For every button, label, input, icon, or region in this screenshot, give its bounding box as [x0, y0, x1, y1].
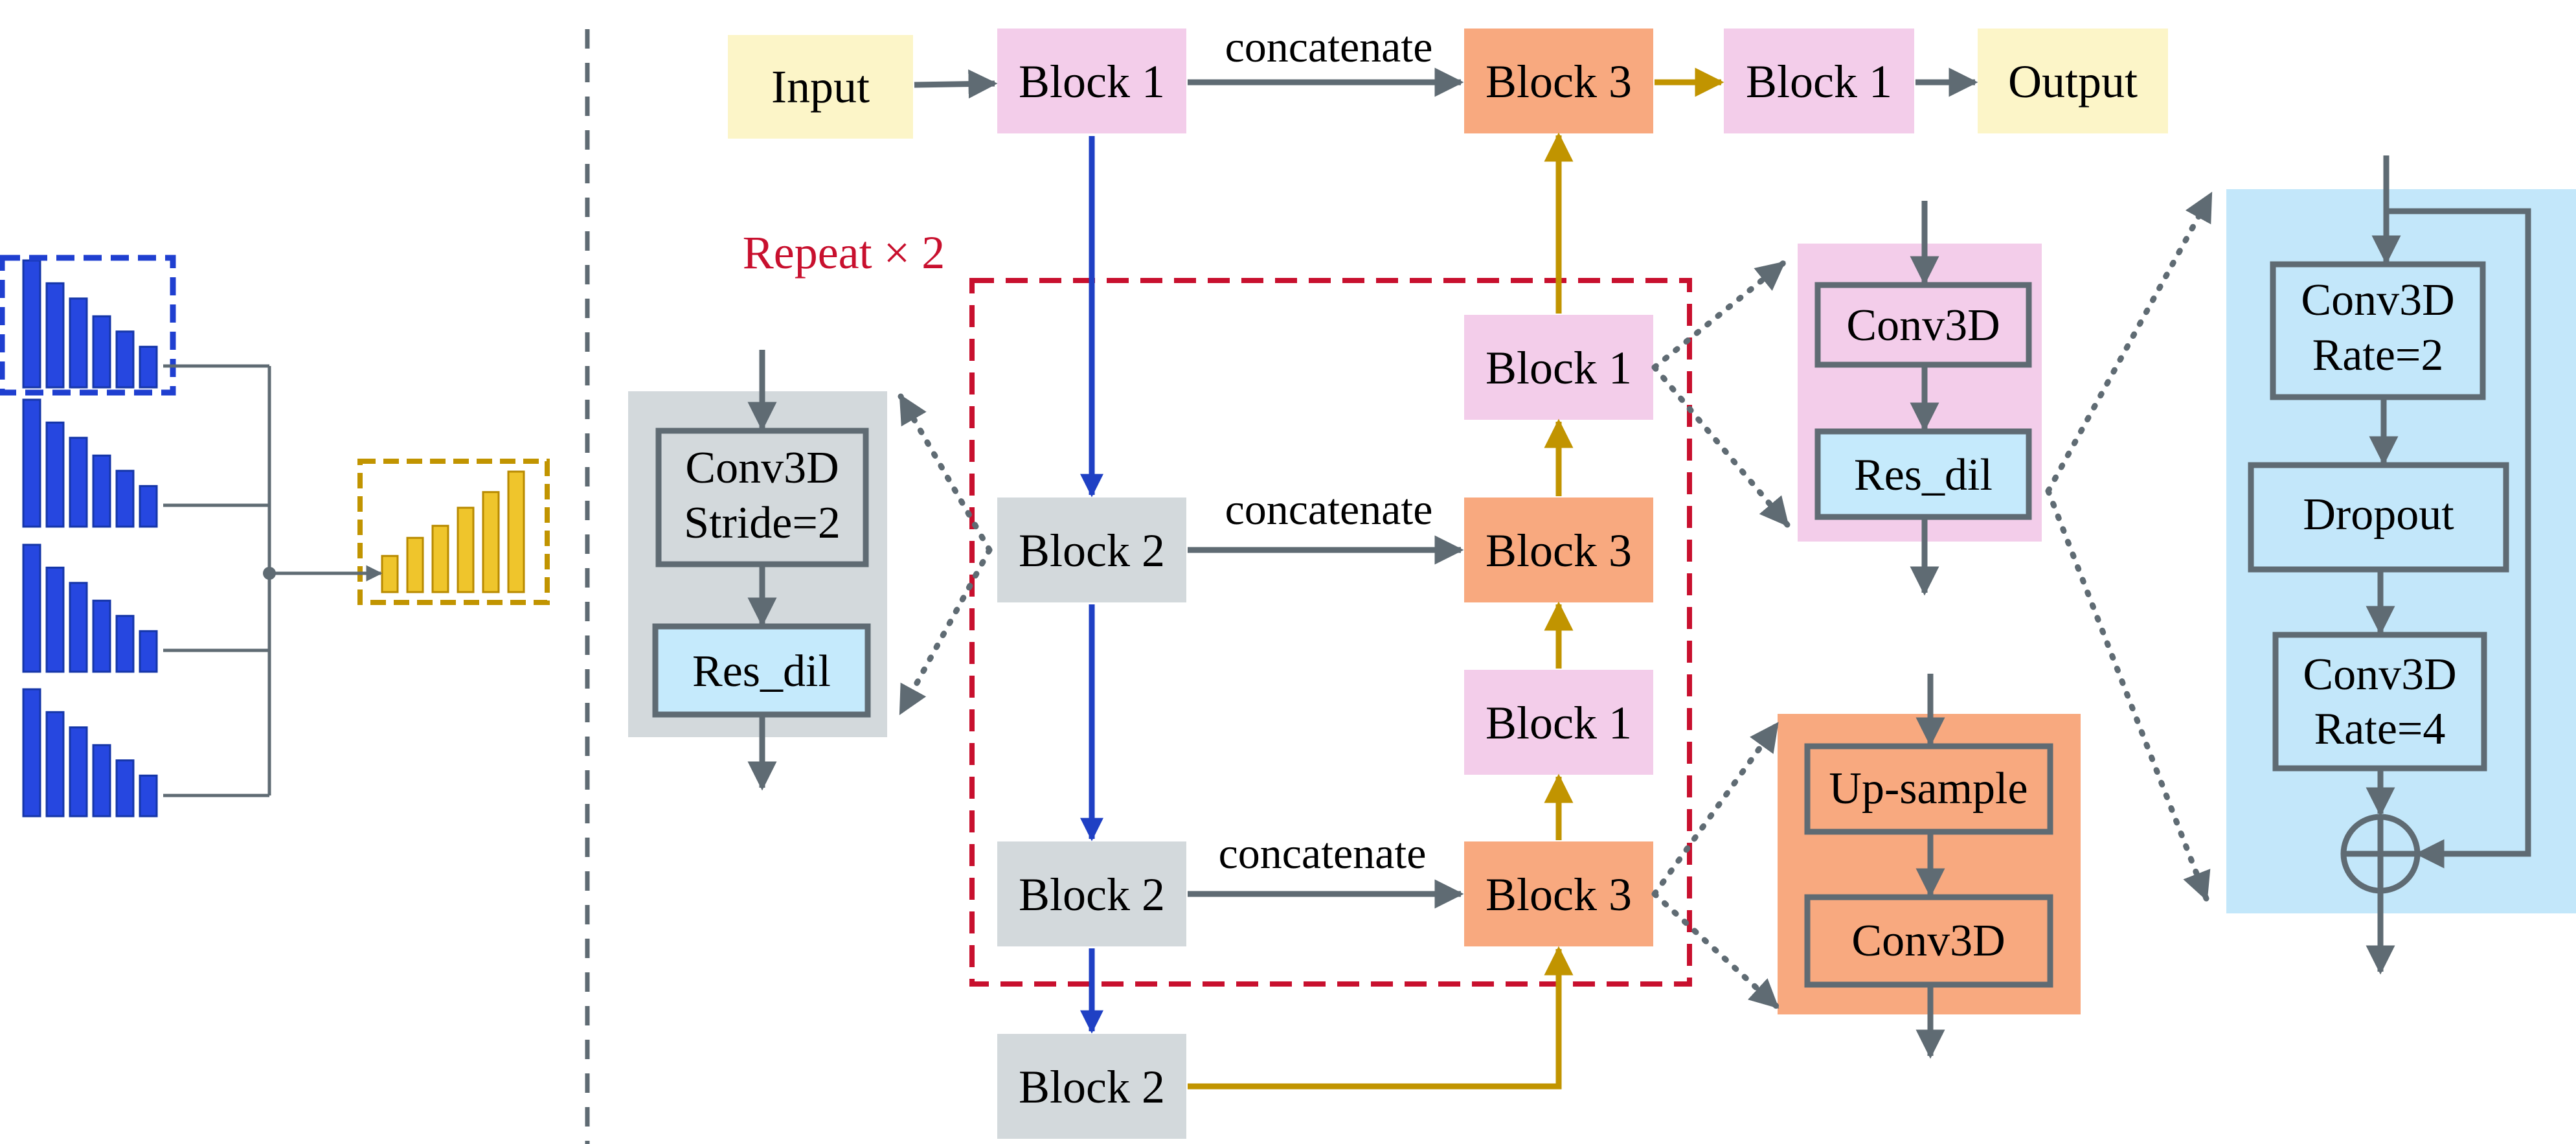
mid-block1-upper-box [1464, 315, 1653, 420]
low-block3-label: Block 3 [1486, 869, 1632, 921]
gold-bar-group [381, 470, 525, 593]
blue-bar [69, 297, 88, 389]
gold-up-arrows [1188, 67, 1724, 1090]
low-block2-box [997, 841, 1186, 946]
blue-bar [115, 330, 135, 389]
bottom-block2-label: Block 2 [1019, 1061, 1165, 1113]
blue-bar [69, 437, 88, 528]
blue-dashed-selection [0, 255, 176, 396]
bottom-block2-box [997, 1034, 1186, 1139]
top-block3-box [1464, 29, 1653, 133]
b2-conv-box [655, 428, 869, 567]
b3-conv-box [1804, 894, 2053, 988]
residual-sum-icon [2340, 814, 2421, 894]
mid-block1-upper-label: Block 1 [1486, 342, 1632, 394]
gold-bar [457, 507, 475, 593]
rd-conv2-line1: Conv3D [2303, 650, 2456, 700]
low-block3-box [1464, 841, 1653, 946]
blue-bar [92, 454, 111, 528]
blue-bar [22, 688, 41, 818]
rd-conv1-box [2270, 261, 2486, 400]
b1-conv-label: Conv3D [1846, 301, 2000, 350]
blue-bar [22, 259, 41, 389]
mid-block2-box [997, 498, 1186, 602]
blue-bar [139, 630, 158, 673]
top-block1-label: Block 1 [1019, 56, 1165, 108]
b3-up-box [1804, 743, 2053, 835]
repeat-label: Repeat × 2 [743, 227, 945, 279]
mid-block3-label: Block 3 [1486, 525, 1632, 577]
mid-block3-box [1464, 498, 1653, 602]
mid-block2-label: Block 2 [1019, 525, 1165, 577]
top-block1b-box [1724, 29, 1914, 133]
b3-up-label: Up-sample [1829, 764, 2028, 814]
top-block1b-label: Block 1 [1746, 56, 1892, 108]
repeat-frame [969, 278, 1692, 987]
output-label: Output [2008, 56, 2138, 108]
input-box [728, 35, 913, 139]
rd-conv2-line2: Rate=4 [2314, 704, 2446, 754]
concat-mid-label: concatenate [1225, 485, 1433, 534]
b2-res-box [652, 623, 871, 718]
top-block1-box [997, 29, 1186, 133]
blue-bar [45, 282, 65, 389]
low-block2-label: Block 2 [1019, 869, 1165, 921]
b1-res-label: Res_dil [1854, 450, 1993, 500]
gold-dashed-selection [357, 459, 550, 605]
blue-bar [115, 470, 135, 528]
blue-bar [45, 421, 65, 528]
b2-res-label: Res_dil [692, 646, 831, 696]
rd-conv1-line1: Conv3D [2301, 275, 2454, 325]
blue-bar [45, 711, 65, 818]
b2-conv-line1: Conv3D [685, 443, 839, 493]
blue-bar [115, 759, 135, 818]
blue-bar [139, 485, 158, 528]
blue-bar-groups [22, 259, 158, 818]
gold-bar [406, 536, 424, 593]
blue-bar [92, 599, 111, 673]
main-gray-arrows [914, 67, 1978, 909]
blue-bar [92, 744, 111, 818]
rd-dropout-label: Dropout [2303, 490, 2454, 540]
gold-bar [431, 525, 449, 593]
top-block3-label: Block 3 [1486, 56, 1632, 108]
detail-leader-lines [898, 191, 2214, 1010]
blue-bar [22, 398, 41, 528]
mid-block1-lower-box [1464, 670, 1653, 775]
concat-low-label: concatenate [1219, 829, 1427, 878]
input-label: Input [771, 61, 870, 113]
output-box [1978, 29, 2168, 133]
b3-conv-label: Conv3D [1851, 916, 2005, 966]
blue-bar [92, 315, 111, 389]
mid-block1-lower-label: Block 1 [1486, 697, 1632, 749]
rd-conv1-line2: Rate=2 [2312, 330, 2444, 380]
blue-bar [69, 726, 88, 818]
blue-bar [139, 774, 158, 818]
blue-bar [115, 615, 135, 673]
blue-bar [22, 543, 41, 673]
rd-conv2-box [2272, 632, 2487, 772]
blue-bar [45, 566, 65, 673]
concat-top-label: concatenate [1225, 22, 1433, 71]
gold-bar [381, 555, 399, 593]
merge-junction [263, 567, 276, 580]
merge-lines [163, 364, 383, 797]
b2-conv-line2: Stride=2 [684, 498, 841, 548]
rd-arrows [2366, 155, 2531, 975]
gold-bar [507, 470, 525, 593]
gold-bar [482, 491, 500, 593]
blue-bar [69, 582, 88, 673]
blue-bar [139, 345, 158, 389]
